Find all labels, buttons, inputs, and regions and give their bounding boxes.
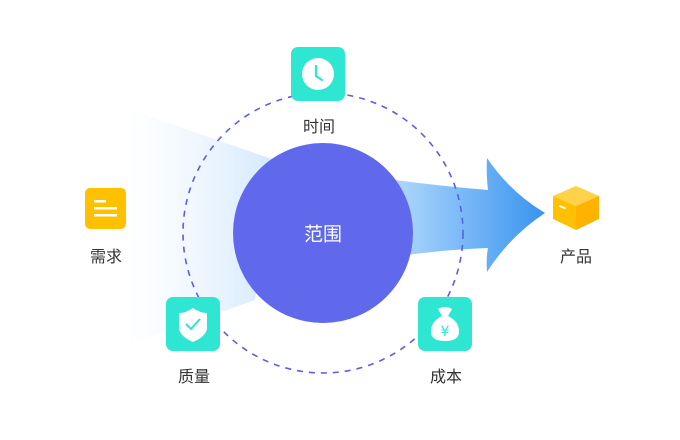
shield-check-icon	[166, 297, 220, 351]
output-arrow	[395, 158, 545, 272]
dashed-orbit	[182, 92, 464, 374]
cost-label: 成本	[429, 367, 463, 386]
time-label: 时间	[302, 117, 336, 136]
scope-circle	[233, 143, 413, 323]
svg-text:¥: ¥	[441, 324, 450, 340]
money-bag-icon: ¥	[418, 297, 472, 351]
clock-icon	[291, 47, 345, 101]
requirement-label: 需求	[89, 247, 123, 266]
box-icon	[553, 186, 599, 230]
product-label: 产品	[559, 247, 593, 266]
input-funnel	[125, 108, 275, 346]
quality-label: 质量	[177, 367, 211, 386]
document-icon	[85, 188, 126, 229]
scope-label: 范围	[303, 223, 343, 246]
